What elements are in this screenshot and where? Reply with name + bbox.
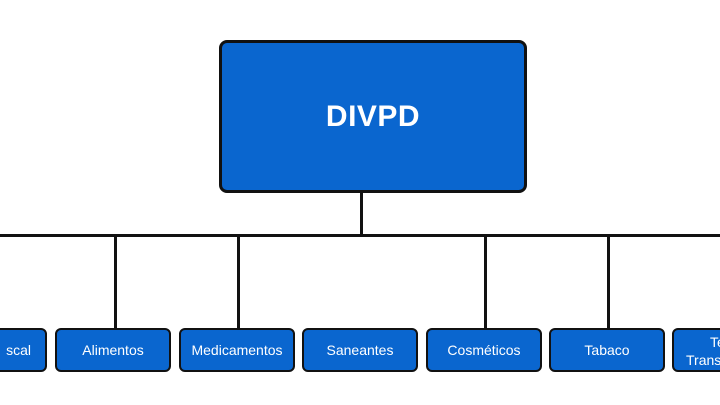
child-node-label-line1: Te <box>710 334 720 350</box>
child-node-fiscal: scal <box>0 328 47 372</box>
child-node-label: Alimentos <box>82 342 144 358</box>
child-node-cosmeticos: Cosméticos <box>426 328 542 372</box>
child-node-label-line2: Trans <box>686 352 720 368</box>
root-connector <box>360 190 363 236</box>
horizontal-connector <box>0 234 720 237</box>
child-node-label: Tabaco <box>584 342 630 358</box>
child-node-transgenic: Te Trans <box>672 328 720 372</box>
child-connector <box>607 234 610 328</box>
child-connector <box>484 234 487 328</box>
root-node-divpd: DIVPD <box>219 40 527 193</box>
child-node-label: Medicamentos <box>191 342 283 358</box>
child-node-saneantes: Saneantes <box>302 328 418 372</box>
child-connector <box>237 234 240 328</box>
child-node-label: Cosméticos <box>447 342 521 358</box>
child-node-label: Saneantes <box>326 342 394 358</box>
root-node-label: DIVPD <box>325 99 421 133</box>
child-node-tabaco: Tabaco <box>549 328 665 372</box>
child-node-label: scal <box>6 342 31 358</box>
child-connector <box>114 234 117 328</box>
child-node-medicamentos: Medicamentos <box>179 328 295 372</box>
child-node-alimentos: Alimentos <box>55 328 171 372</box>
